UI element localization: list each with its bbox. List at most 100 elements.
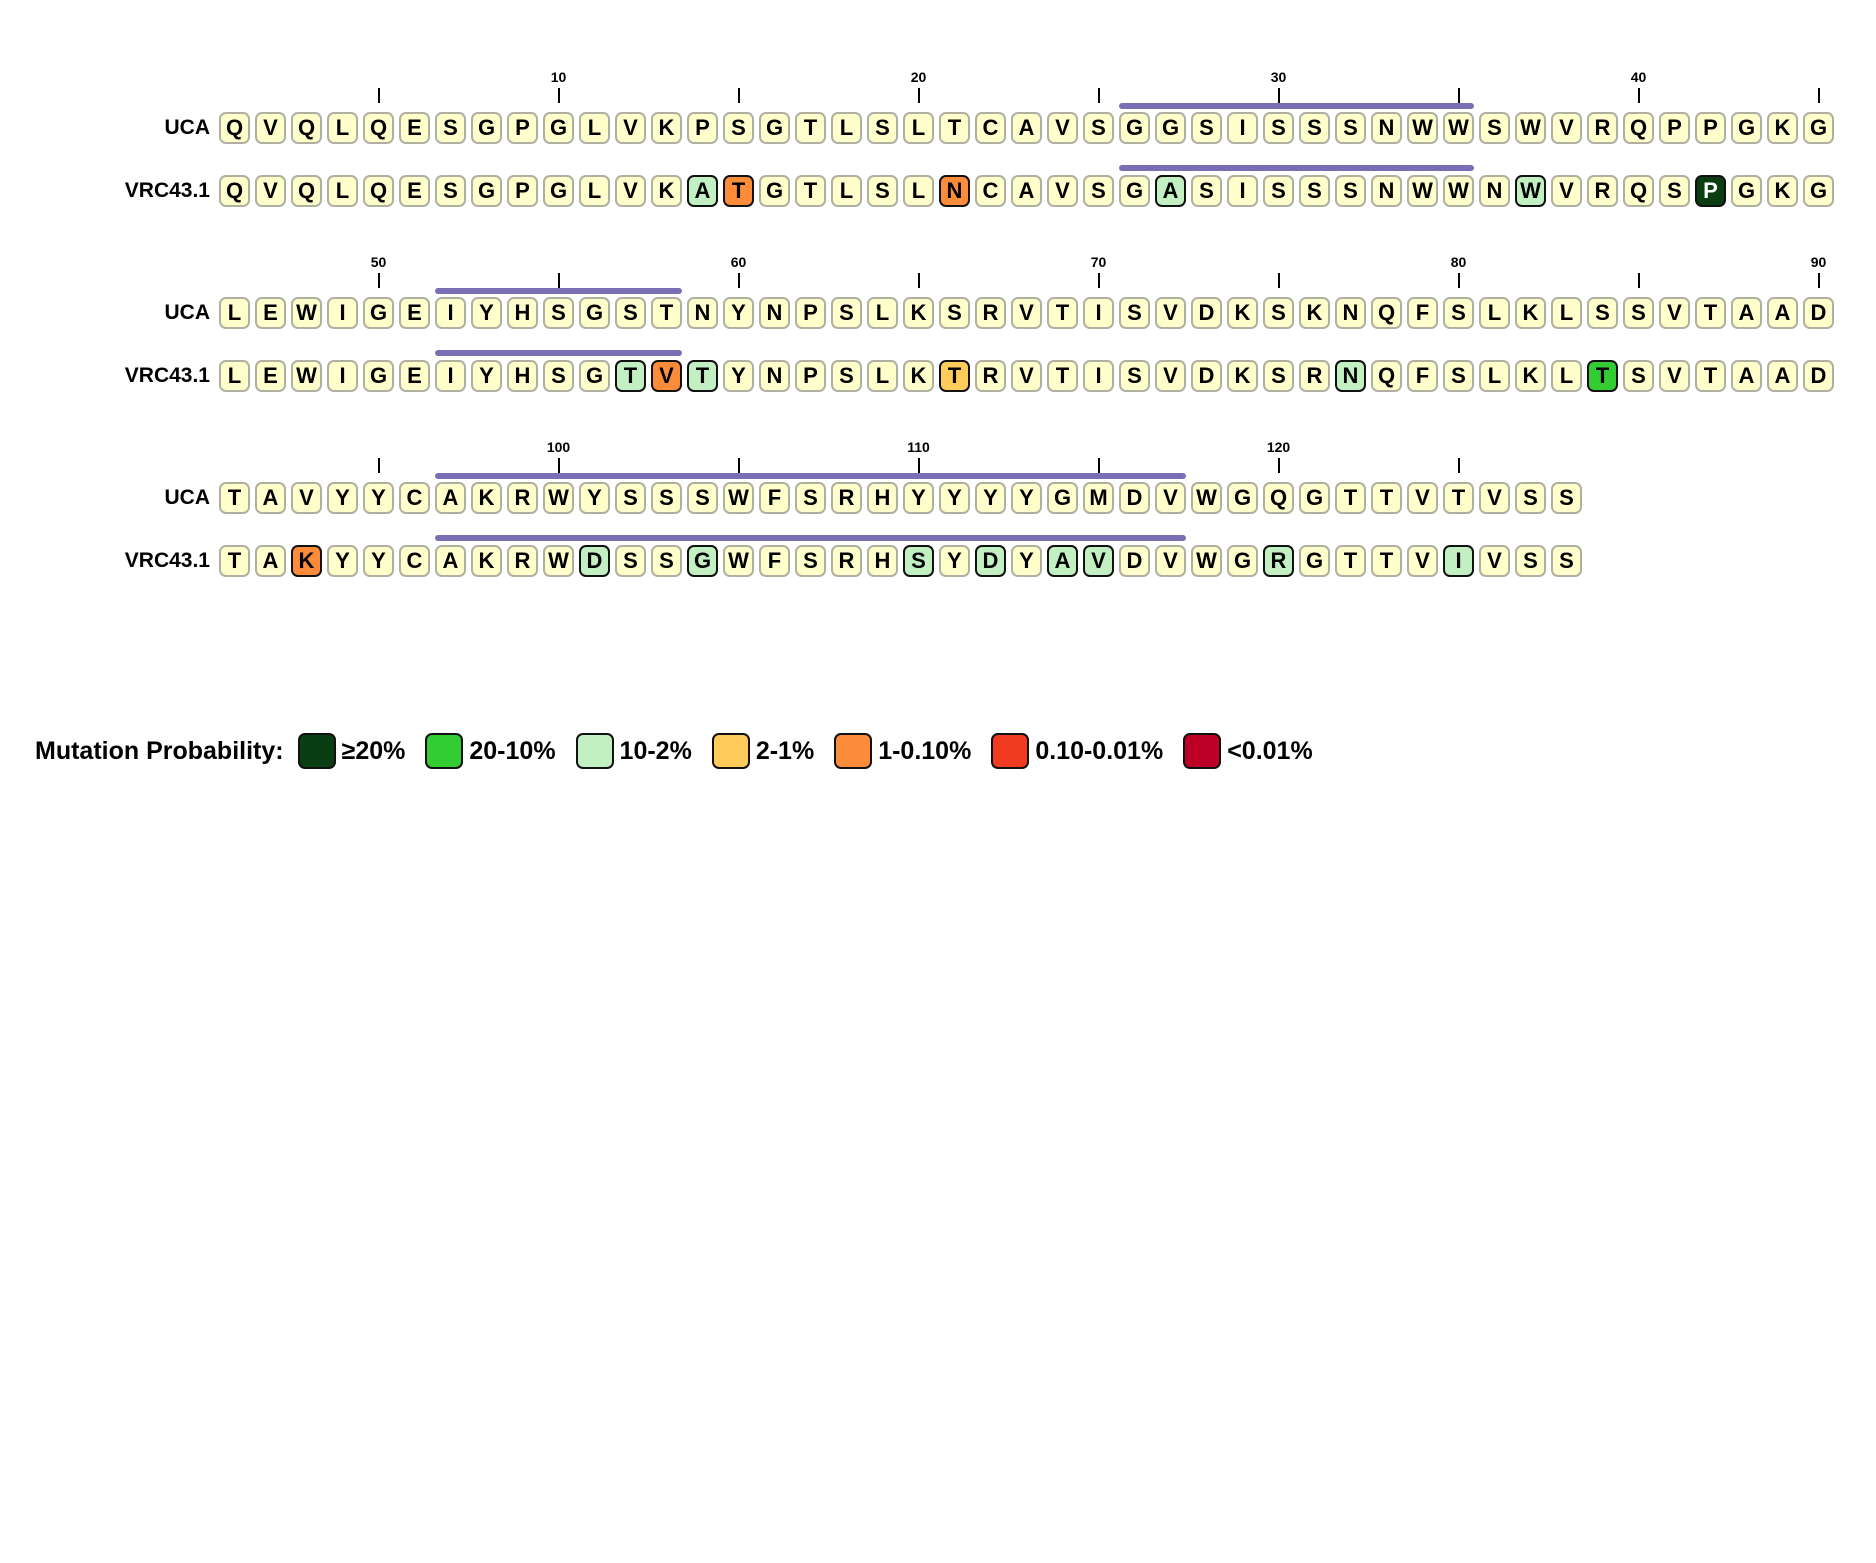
mature-residue: E bbox=[399, 175, 430, 207]
uca-residue: S bbox=[795, 482, 826, 514]
uca-residue: S bbox=[1587, 297, 1618, 329]
position-number: 110 bbox=[907, 439, 930, 455]
uca-residue: K bbox=[1767, 112, 1798, 144]
uca-residue: L bbox=[903, 112, 934, 144]
mature-residue: D bbox=[1119, 545, 1150, 577]
uca-residue: S bbox=[543, 297, 574, 329]
uca-residue: Y bbox=[363, 482, 394, 514]
mature-residue: L bbox=[1551, 360, 1582, 392]
mutated-residue: A bbox=[1155, 175, 1186, 207]
mature-residue: G bbox=[1299, 545, 1330, 577]
mature-residue: V bbox=[1551, 175, 1582, 207]
mature-residue: G bbox=[759, 175, 790, 207]
uca-residue: E bbox=[399, 297, 430, 329]
uca-residue: Y bbox=[1011, 482, 1042, 514]
uca-residue: A bbox=[255, 482, 286, 514]
uca-residue: S bbox=[615, 482, 646, 514]
mutated-residue: S bbox=[903, 545, 934, 577]
mature-residue: S bbox=[1551, 545, 1582, 577]
position-number: 90 bbox=[1810, 254, 1827, 270]
mature-residue: S bbox=[1335, 175, 1366, 207]
mature-residue: S bbox=[1191, 175, 1222, 207]
mature-residue: V bbox=[255, 175, 286, 207]
uca-residue: S bbox=[1083, 112, 1114, 144]
uca-residue: S bbox=[651, 482, 682, 514]
mature-residue: I bbox=[1083, 360, 1114, 392]
mature-residue: W bbox=[1443, 175, 1474, 207]
uca-residue: T bbox=[1695, 297, 1726, 329]
uca-residue: T bbox=[1047, 297, 1078, 329]
mature-residue: I bbox=[1227, 175, 1258, 207]
mutated-residue: T bbox=[939, 360, 970, 392]
mutated-residue: T bbox=[687, 360, 718, 392]
uca-residue: G bbox=[471, 112, 502, 144]
legend-item: 20-10% bbox=[425, 733, 556, 769]
mature-residue: C bbox=[975, 175, 1006, 207]
uca-residue: H bbox=[867, 482, 898, 514]
uca-residue: L bbox=[867, 297, 898, 329]
mature-residue: L bbox=[903, 175, 934, 207]
mature-residue: S bbox=[435, 175, 466, 207]
uca-residue: Y bbox=[471, 297, 502, 329]
position-tick bbox=[1457, 88, 1460, 103]
mature-residue: A bbox=[1767, 360, 1798, 392]
mature-residue: S bbox=[651, 545, 682, 577]
uca-residue: A bbox=[1767, 297, 1798, 329]
uca-residue: S bbox=[1623, 297, 1654, 329]
legend-swatch bbox=[1183, 733, 1222, 769]
uca-label: UCA bbox=[164, 116, 211, 139]
uca-residue: S bbox=[723, 112, 754, 144]
uca-residue: W bbox=[1515, 112, 1546, 144]
cdr-region-bar bbox=[1119, 103, 1474, 109]
cdr-region-bar bbox=[435, 535, 1186, 541]
legend-label: 0.10-0.01% bbox=[1035, 736, 1164, 765]
mature-residue: Q bbox=[219, 175, 250, 207]
mature-residue: G bbox=[471, 175, 502, 207]
mature-residue: Y bbox=[723, 360, 754, 392]
mature-label: VRC43.1 bbox=[124, 549, 210, 572]
mature-residue: I bbox=[435, 360, 466, 392]
uca-residue: V bbox=[1551, 112, 1582, 144]
uca-residue: P bbox=[687, 112, 718, 144]
mature-residue: V bbox=[1155, 360, 1186, 392]
position-number: 60 bbox=[730, 254, 747, 270]
position-number: 30 bbox=[1270, 69, 1287, 85]
uca-residue: V bbox=[1047, 112, 1078, 144]
mature-residue: Y bbox=[327, 545, 358, 577]
legend-swatch bbox=[991, 733, 1030, 769]
uca-residue: G bbox=[1299, 482, 1330, 514]
position-tick bbox=[1637, 273, 1640, 288]
uca-residue: W bbox=[291, 297, 322, 329]
mature-residue: L bbox=[579, 175, 610, 207]
mature-residue: L bbox=[831, 175, 862, 207]
uca-residue: D bbox=[1191, 297, 1222, 329]
mature-residue: G bbox=[1731, 175, 1762, 207]
mature-residue: S bbox=[795, 545, 826, 577]
mature-residue: Q bbox=[1623, 175, 1654, 207]
uca-residue: G bbox=[363, 297, 394, 329]
uca-residue: Q bbox=[219, 112, 250, 144]
uca-residue: V bbox=[1155, 297, 1186, 329]
mature-residue: Y bbox=[939, 545, 970, 577]
legend-label: 10-2% bbox=[619, 736, 692, 765]
uca-residue: T bbox=[1371, 482, 1402, 514]
mature-residue: G bbox=[1119, 175, 1150, 207]
mutated-residue: K bbox=[291, 545, 322, 577]
mutated-residue: T bbox=[615, 360, 646, 392]
legend-label: ≥20% bbox=[341, 736, 406, 765]
mature-residue: T bbox=[1047, 360, 1078, 392]
uca-residue: V bbox=[615, 112, 646, 144]
mature-residue: C bbox=[399, 545, 430, 577]
position-tick bbox=[1277, 273, 1280, 288]
position-number: 70 bbox=[1090, 254, 1107, 270]
mutation-probability-legend: Mutation Probability: ≥20%20-10%10-2%2-1… bbox=[35, 733, 1333, 769]
position-tick bbox=[917, 273, 920, 288]
uca-residue: Y bbox=[975, 482, 1006, 514]
mature-residue: A bbox=[1011, 175, 1042, 207]
mature-residue: Q bbox=[291, 175, 322, 207]
mature-residue: K bbox=[903, 360, 934, 392]
mutated-residue: T bbox=[1587, 360, 1618, 392]
mature-residue: S bbox=[831, 360, 862, 392]
mature-residue: V bbox=[1479, 545, 1510, 577]
uca-residue: K bbox=[903, 297, 934, 329]
